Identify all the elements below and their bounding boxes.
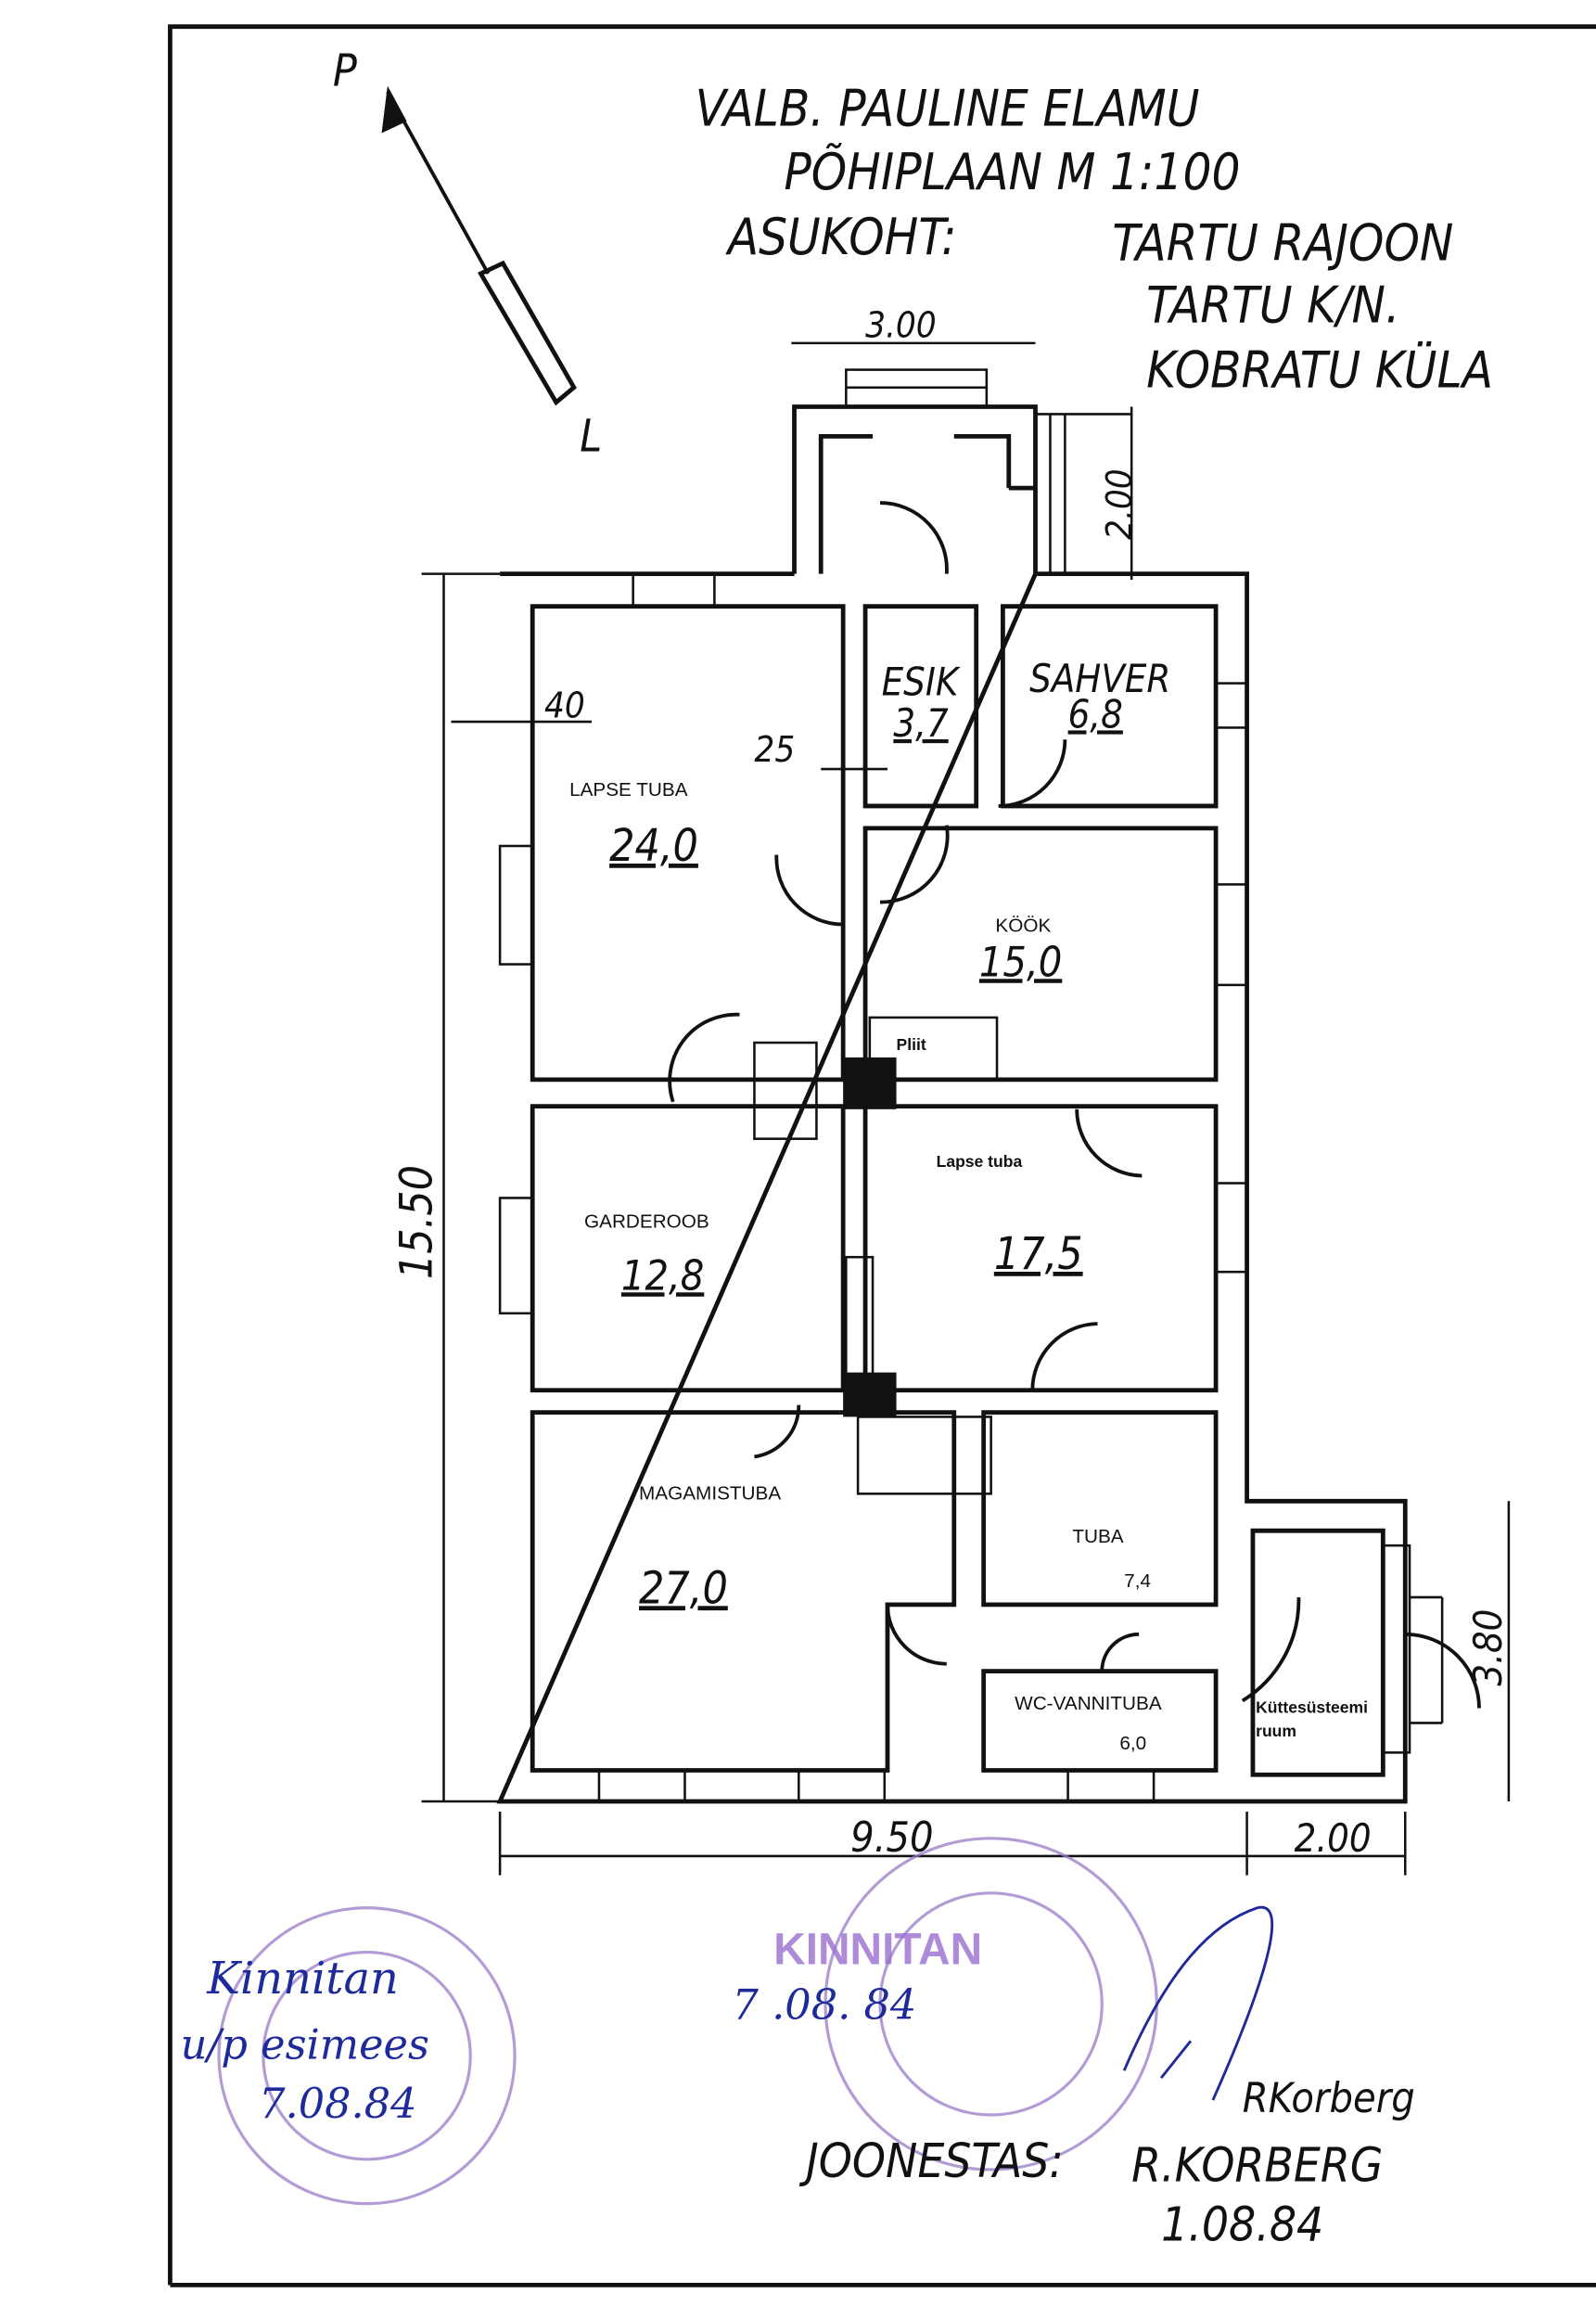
compass-south-label: L (580, 411, 602, 462)
room-name: TUBA (1072, 1526, 1123, 1547)
location-line-2: TARTU K/N. (1146, 276, 1399, 335)
title-line-1: VALB. PAULINE ELAMU (696, 80, 1200, 138)
approval-line-1: Kinnitan (206, 1954, 399, 2005)
stamp-label: KINNITAN (773, 1925, 982, 1974)
author-date: 1.08.84 (1161, 2198, 1323, 2253)
room-area: 3,7 (893, 701, 949, 746)
room-area: 6,8 (1068, 692, 1123, 737)
approval-date: 7.08.84 (259, 2080, 416, 2128)
house-walls (496, 501, 1481, 1804)
title-block: VALB. PAULINE ELAMU PÕHIPLAAN M 1:100 AS… (696, 80, 1493, 400)
room-name: KÖÖK (995, 915, 1051, 936)
room-name: ESIK (882, 660, 961, 704)
room-name: WC-VANNITUBA (1015, 1693, 1162, 1714)
room-name: MAGAMISTUBA (639, 1483, 781, 1505)
author-name: R.KORBERG (1131, 2139, 1383, 2194)
room-area: 7,4 (1124, 1570, 1151, 1592)
room-name: Lapse tuba (937, 1152, 1023, 1171)
room-name-2: ruum (1256, 1722, 1296, 1740)
porch: 3.00 2.00 (791, 305, 1141, 580)
location-line-1: TARTU RAJOON (1112, 214, 1453, 273)
room-name: Küttesüsteemi (1256, 1698, 1368, 1716)
room-area: 17,5 (994, 1229, 1083, 1280)
author-label: JOONESTAS: (798, 2134, 1064, 2189)
room-area: 27,0 (639, 1563, 728, 1614)
room-area: 12,8 (621, 1251, 704, 1300)
dim-porch-width: 3.00 (865, 305, 937, 347)
dim-inner-wall: 25 (754, 729, 795, 771)
dim-porch-depth: 2.00 (1099, 468, 1141, 540)
room-name: LAPSE TUBA (569, 779, 688, 801)
compass-north-label: P (333, 45, 357, 96)
title-line-2: PÕHIPLAAN M 1:100 (784, 143, 1240, 201)
approval-stamp-right: KINNITAN (773, 1837, 1158, 2172)
dim-annex-length: 3.80 (1466, 1609, 1511, 1686)
location-line-3: KOBRATU KÜLA (1146, 341, 1493, 400)
approval-signature: Kinnitan u/p esimees 7.08.84 7 .08. 84 (181, 1905, 1274, 2128)
dim-outer-wall: 40 (544, 685, 585, 726)
dim-annex-width: 2.00 (1295, 1816, 1372, 1861)
sheet-border (168, 24, 1596, 2287)
room-name: SAHVER (1029, 657, 1170, 701)
author-block: RKorberg JOONESTAS: R.KORBERG 1.08.84 (798, 2074, 1414, 2253)
room-area: 24,0 (609, 821, 698, 872)
room-labels: LAPSE TUBA 24,0 ESIK 3,7 SAHVER 6,8 KÖÖK… (569, 657, 1368, 1754)
dimension-lines: 15.50 40 25 9.50 2.00 3.80 (392, 572, 1511, 1876)
author-signature: RKorberg (1243, 2074, 1415, 2122)
approval-stamp-left (217, 1906, 517, 2206)
dim-total-length: 15.50 (392, 1165, 443, 1279)
approval-line-2: u/p esimees (181, 2020, 429, 2069)
stove-label: Pliit (897, 1035, 926, 1054)
room-area: 15,0 (979, 938, 1062, 986)
location-label: ASUKOHT: (725, 208, 957, 266)
stamp-date: 7 .08. 84 (733, 1980, 917, 2029)
north-arrow-icon: P L (333, 45, 602, 462)
room-area: 6,0 (1119, 1733, 1146, 1754)
room-name: GARDEROOB (584, 1211, 709, 1232)
